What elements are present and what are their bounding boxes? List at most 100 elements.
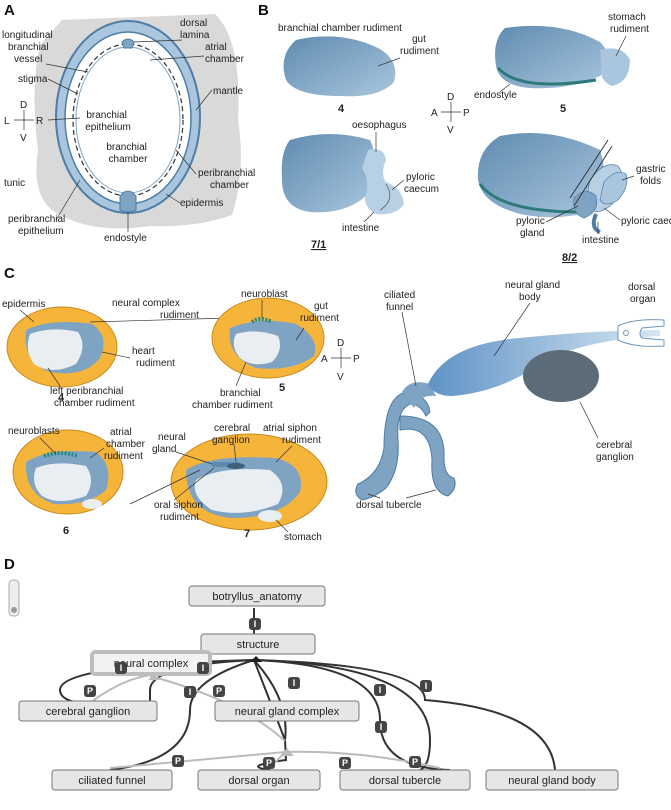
compass-a: D V L R (4, 100, 43, 144)
b5-branchial (495, 25, 608, 89)
label-c-heart-rudiment: heart rudiment (132, 346, 175, 369)
label-b-stage-71: 7/1 (311, 239, 326, 251)
label-endostyle-a: endostyle (104, 233, 147, 244)
label-b-gastric-folds: gastric folds (636, 164, 668, 187)
label-dorsal-lamina: dorsal lamina (180, 18, 210, 41)
node-ciliated-funnel-label: ciliated funnel (78, 775, 145, 787)
node-neural-gland-body-label: neural gland body (508, 775, 596, 787)
label-peribranchial-epithelium: peribranchial epithelium (8, 214, 68, 237)
badge-part-of: P (213, 685, 225, 697)
node-neural-gland-complex[interactable]: neural gland complex (214, 700, 360, 722)
c5-neuroblast (250, 317, 273, 324)
label-c-branchial-rudiment: branchial chamber rudiment (192, 388, 273, 411)
node-neural-complex-label: neural complex (114, 658, 189, 670)
panel-c: C epidermis neural complex rudiment hear… (2, 265, 665, 543)
c7-ganglion (227, 463, 245, 469)
svg-text:P: P (463, 108, 470, 119)
label-c-left-peribranchial: left peribranchial chamber rudiment (50, 386, 135, 409)
badge-part-of: P (263, 757, 275, 769)
svg-text:P: P (87, 686, 93, 696)
svg-text:I: I (202, 663, 205, 673)
label-stigma: stigma (18, 74, 48, 85)
svg-text:A: A (321, 354, 328, 365)
dorsal-tubercle-loop (399, 415, 456, 497)
zoom-slider[interactable] (8, 579, 20, 617)
svg-text:P: P (175, 756, 181, 766)
panel-label-a: A (4, 2, 15, 19)
label-c-stage-4: 4 (58, 392, 65, 404)
badge-is-a: I (374, 684, 386, 696)
c6-stomach (82, 499, 102, 509)
label-b-pyloric-gland: pyloric gland (516, 216, 548, 239)
label-c-cerebral-ganglion-2: cerebral ganglion (596, 440, 635, 463)
label-branchial-chamber: branchial chamber (106, 142, 149, 165)
panel-label-c: C (4, 265, 15, 282)
svg-text:D: D (447, 92, 454, 103)
label-b-endostyle: endostyle (474, 90, 517, 101)
dorsal-lamina-shape (121, 38, 135, 49)
label-c-stage-6: 6 (63, 525, 69, 537)
b71-branchial (281, 134, 376, 213)
node-dorsal-organ[interactable]: dorsal organ (197, 769, 321, 791)
node-root[interactable]: botryllus_anatomy (188, 585, 326, 607)
label-c-ciliated-funnel: ciliated funnel (384, 290, 418, 313)
ciliated-funnel-shape (402, 382, 436, 408)
dorsal-organ-shape (617, 319, 665, 347)
badges: I I I I I I I I P P P P P P (84, 618, 432, 769)
node-structure[interactable]: structure (200, 633, 316, 655)
node-cerebral-ganglion-label: cerebral ganglion (46, 706, 130, 718)
badge-part-of: P (84, 685, 96, 697)
badge-is-a: I (184, 686, 196, 698)
panel-label-b: B (258, 2, 269, 19)
node-dorsal-organ-label: dorsal organ (228, 775, 289, 787)
c7-branchial (194, 469, 283, 513)
arrowhead-structure (250, 656, 262, 662)
label-longitudinal-vessel: longitudinal branchial vessel (2, 30, 55, 65)
label-c-atrial-chamber-rudiment: atrial chamber rudiment (104, 427, 148, 462)
panel-a: A D V L R dorsal lamina longitudinal bra… (2, 2, 258, 244)
compass-v: V (20, 133, 27, 144)
node-cerebral-ganglion[interactable]: cerebral ganglion (18, 700, 158, 722)
label-tunic: tunic (4, 178, 25, 189)
b71-gut (362, 149, 404, 215)
badge-is-a: I (420, 680, 432, 692)
svg-text:I: I (120, 663, 123, 673)
label-b-pyloric-caecum-2: pyloric caecum (621, 216, 671, 227)
panel-d: D botryllus_anatomy (4, 556, 619, 791)
label-c-dorsal-organ: dorsal organ (628, 282, 658, 305)
label-b-intestine-2: intestine (582, 235, 620, 246)
label-c-epidermis: epidermis (2, 299, 45, 310)
badge-part-of: P (339, 757, 351, 769)
panel-label-d: D (4, 556, 15, 573)
c6-branchial (34, 463, 91, 501)
arrowhead-neural-complex (148, 674, 160, 680)
label-branchial-epithelium: branchial epithelium (85, 110, 131, 133)
svg-text:P: P (266, 758, 272, 768)
node-ciliated-funnel[interactable]: ciliated funnel (51, 769, 173, 791)
node-dorsal-tubercle[interactable]: dorsal tubercle (339, 769, 471, 791)
dorsal-tubercle-shape (355, 391, 431, 501)
label-b-intestine-1: intestine (342, 223, 380, 234)
node-neural-complex[interactable]: neural complex (90, 650, 212, 676)
b82-endostyle (478, 183, 581, 214)
arrowhead-neural-gland-complex (280, 748, 294, 756)
badge-is-a: I (249, 618, 261, 630)
label-c-neural-gland-body: neural gland body (505, 280, 563, 303)
badge-part-of: P (172, 755, 184, 767)
node-neural-gland-body[interactable]: neural gland body (485, 769, 619, 791)
label-peribranchial-chamber: peribranchial chamber (198, 168, 258, 191)
compass-b: D V A P (431, 92, 470, 136)
label-b-pyloric-caecum-1: pyloric caecum (404, 172, 439, 195)
node-structure-label: structure (237, 639, 280, 651)
svg-text:P: P (353, 354, 360, 365)
svg-text:P: P (216, 686, 222, 696)
neural-gland-body-shape (428, 330, 660, 396)
badge-is-a: I (375, 721, 387, 733)
badge-part-of: P (409, 756, 421, 768)
label-c-neural-complex-rudiment: neural complex rudiment (112, 298, 199, 321)
svg-text:D: D (337, 338, 344, 349)
compass-r: R (36, 116, 43, 127)
c4-branchial (27, 329, 83, 370)
c7-stomach (258, 510, 282, 522)
svg-text:V: V (447, 125, 454, 136)
